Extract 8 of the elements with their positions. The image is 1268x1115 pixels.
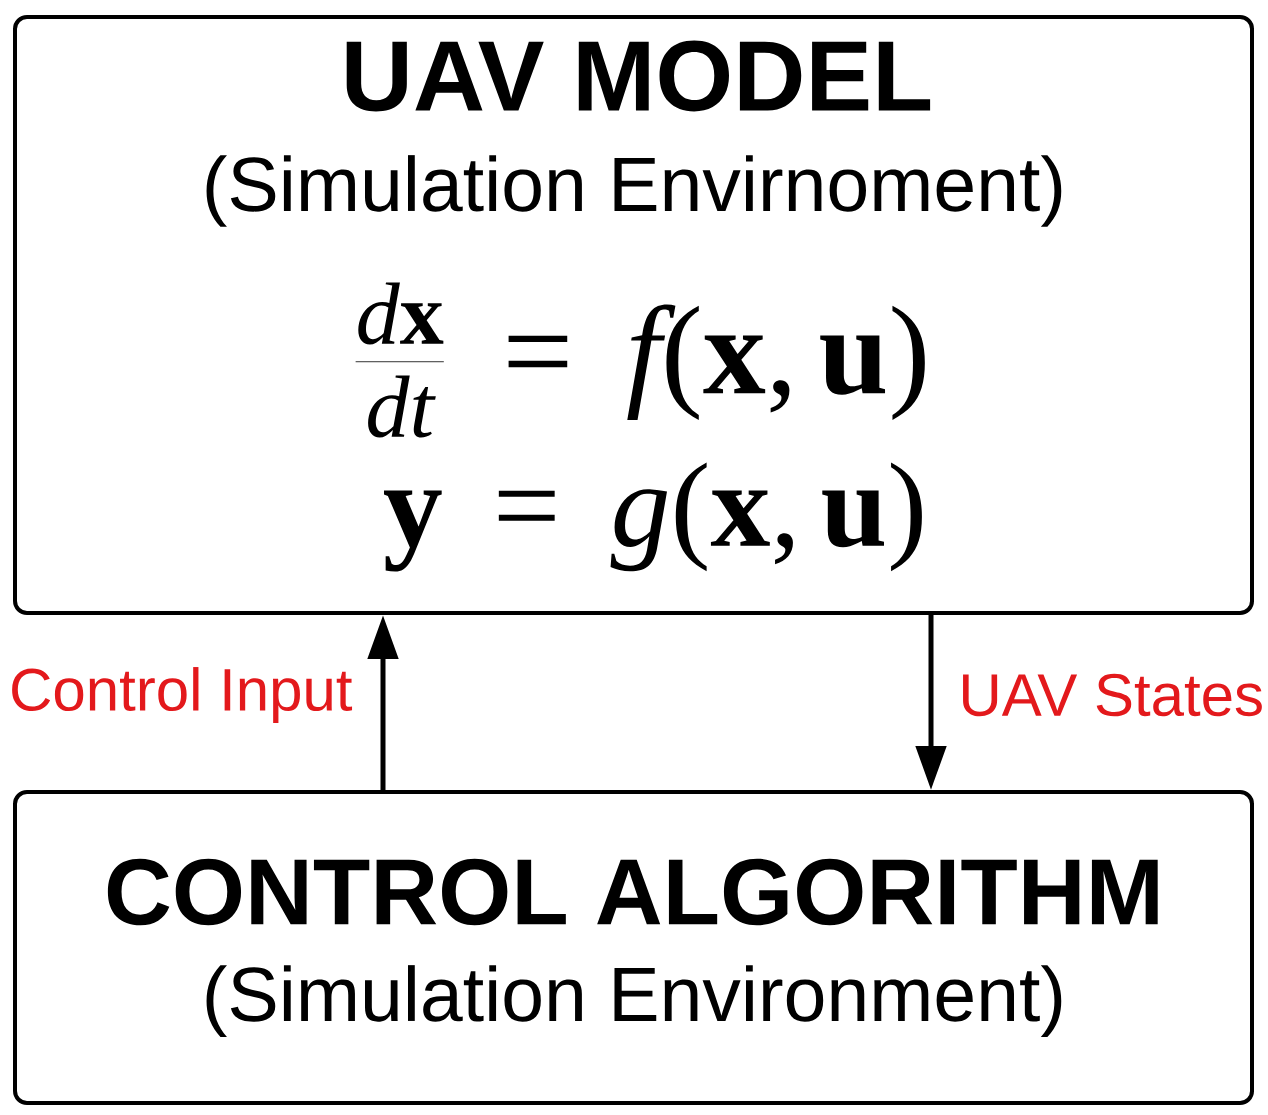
equation: $\frac{d\mathbf{x}}{dt} = f(\mathbf{x}, \mathbf{u})$ xyxy=(355,282,925,438)
box-title: UAV MODEL xyxy=(346,40,931,112)
equation: $\mathbf{y} = g(\mathbf{x}, \mathbf{u})$ xyxy=(384,462,922,572)
box-subtitle: (Simulation Envirnoment) xyxy=(206,155,1062,227)
box-subtitle: (Simulation Environment) xyxy=(206,965,1062,1037)
edge-label: UAV States xyxy=(963,673,1262,717)
box-title: CONTROL ALGORITHM xyxy=(107,858,1158,926)
edge-label: Control Input xyxy=(12,667,353,723)
